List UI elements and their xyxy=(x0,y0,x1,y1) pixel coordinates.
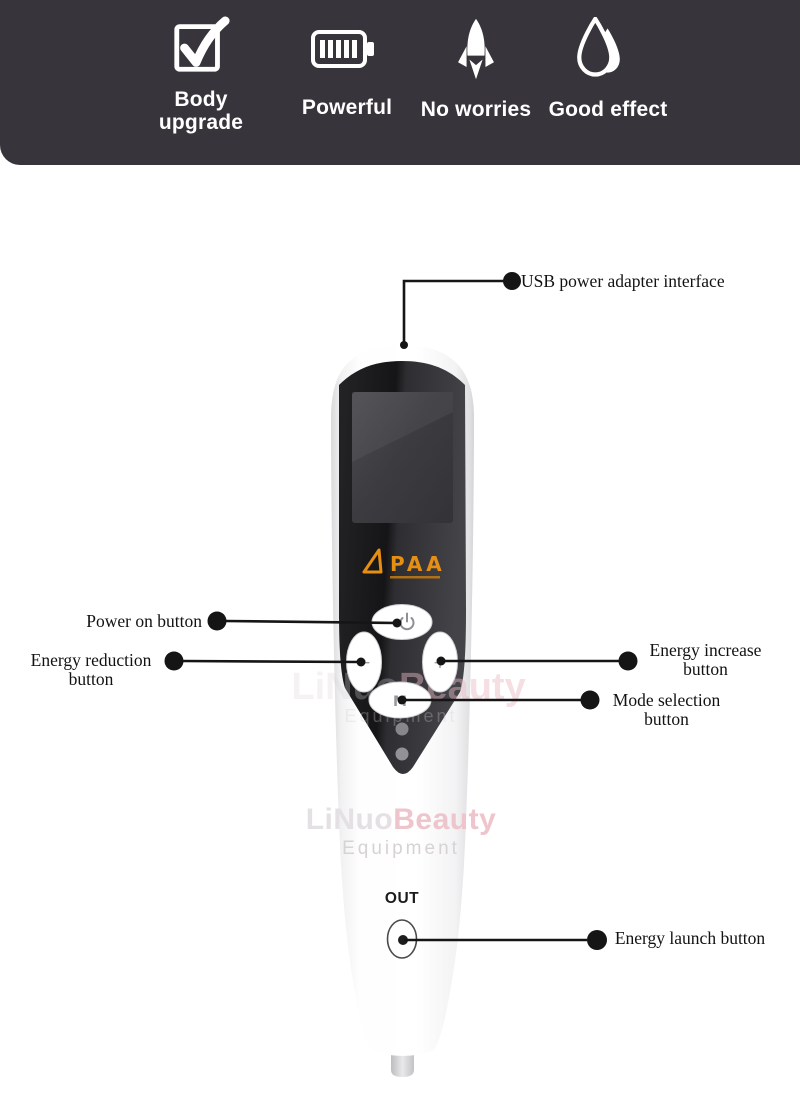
brand-logo: PAA xyxy=(362,548,446,579)
brand-tagline-bar xyxy=(390,576,440,579)
checkbox-icon xyxy=(174,16,230,72)
energy-reduction-callout-label: Energy reduction button xyxy=(30,650,152,689)
energy-launch-button xyxy=(386,919,418,959)
usb-callout-label: USB power adapter interface xyxy=(521,271,725,291)
usb-callout-line xyxy=(402,279,510,345)
screen-glare xyxy=(352,392,453,462)
feature-label-good-effect: Good effect xyxy=(548,98,668,121)
feature-label-no-worries: No worries xyxy=(420,98,532,121)
device-tip xyxy=(391,1052,414,1077)
indicator-dot-2 xyxy=(395,747,409,761)
rocket-icon xyxy=(458,18,494,80)
power-on-callout-line xyxy=(224,619,398,625)
callout-markers xyxy=(164,272,638,950)
water-drop-icon xyxy=(577,17,620,77)
brand-triangle-icon xyxy=(362,548,383,574)
callout-connectors xyxy=(181,279,619,942)
display-screen xyxy=(352,392,453,523)
mode-selection-callout-label: Mode selection button xyxy=(612,690,721,729)
features-banner: Body upgrade Powerful No worries Good ef… xyxy=(0,0,800,165)
brand-text: PAA xyxy=(390,552,446,576)
battery-icon xyxy=(311,30,374,68)
watermark: LiNuoBeauty Equipment xyxy=(201,803,601,860)
feature-label-body-upgrade: Body upgrade xyxy=(158,88,244,134)
indicator-dot-1 xyxy=(395,722,409,736)
energy-increase-callout-label: Energy increase button xyxy=(649,640,762,679)
watermark-subtitle: Equipment xyxy=(342,838,460,859)
energy-reduction-callout-line xyxy=(181,659,362,664)
watermark-name: LiNuoBeauty xyxy=(305,803,497,836)
energy-launch-callout-label: Energy launch button xyxy=(614,928,766,948)
power-on-callout-label: Power on button xyxy=(86,611,202,631)
out-marking: OUT xyxy=(384,890,420,907)
feature-label-powerful: Powerful xyxy=(301,96,393,119)
